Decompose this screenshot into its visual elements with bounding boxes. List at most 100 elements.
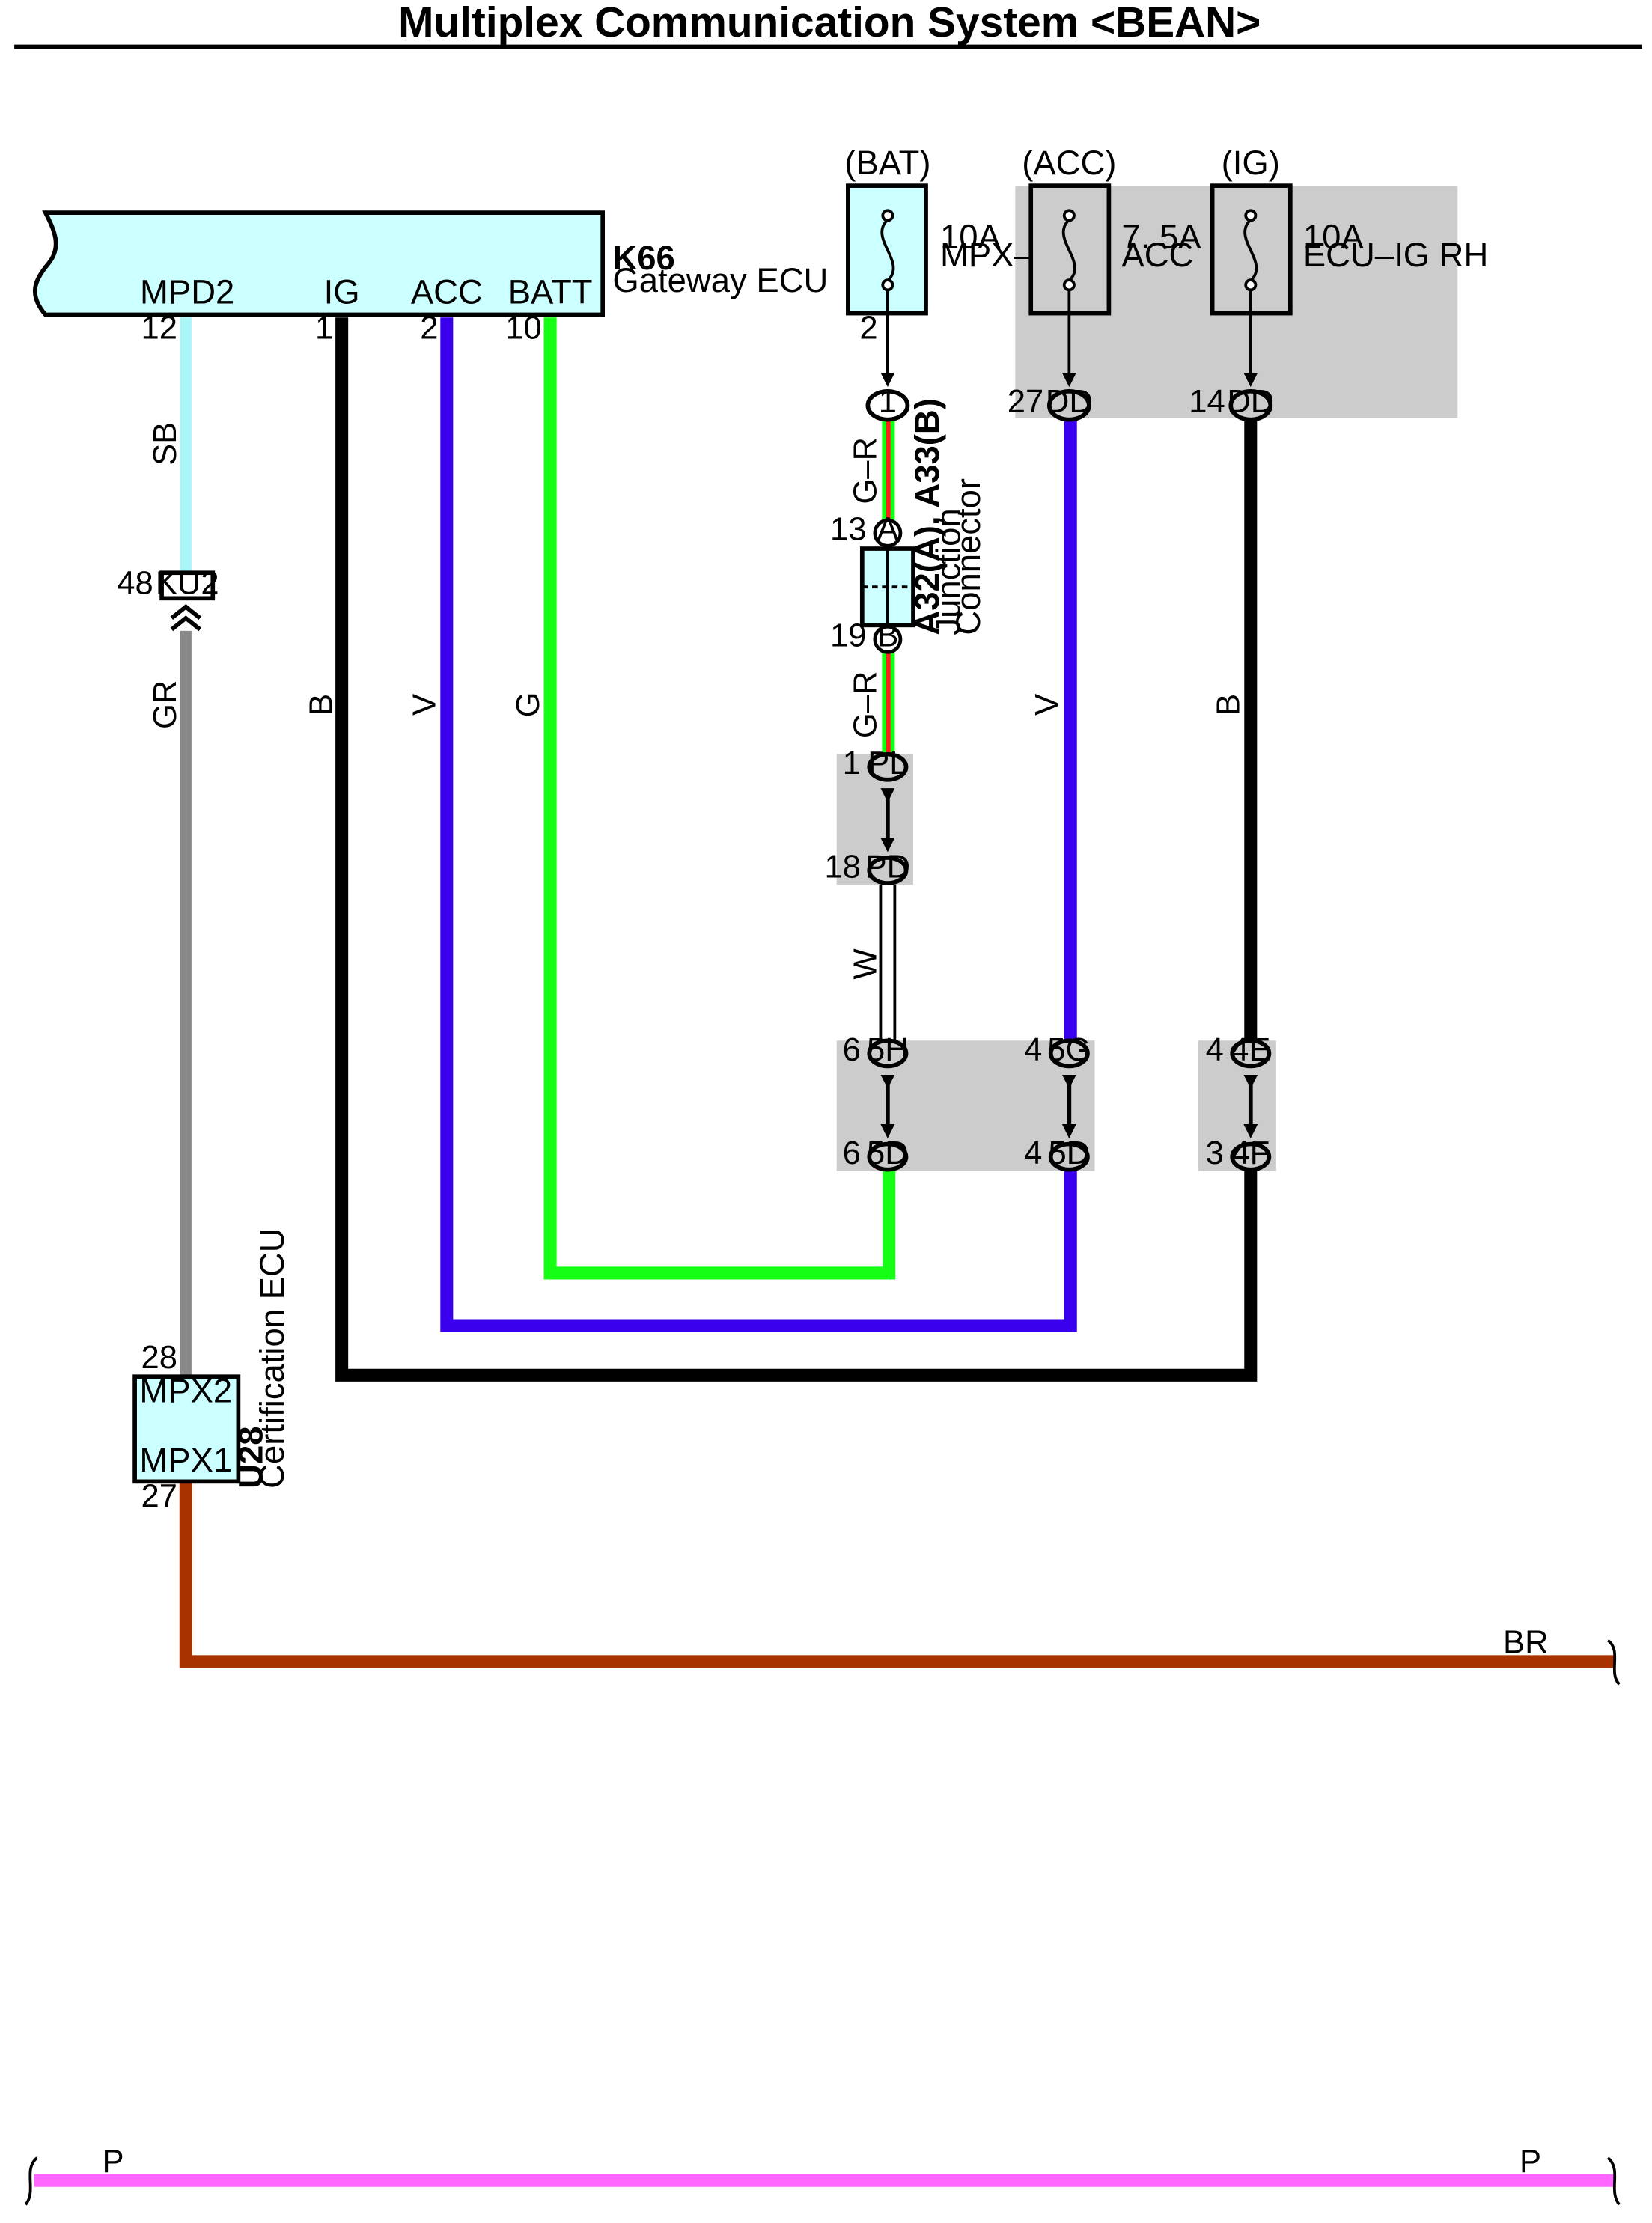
connector-4f [1230, 1141, 1272, 1172]
junction-conn-a: A [877, 512, 898, 548]
wire-label-v2: V [1029, 694, 1065, 716]
certification-ecu-pin-bottom: 27 [141, 1478, 177, 1514]
connector-5d-b-label: 5D [1049, 1135, 1091, 1171]
connector-5d-b [1048, 1141, 1090, 1172]
junction-pin-a-circle [873, 518, 903, 548]
connector-dd-acc-pin: 27 [1008, 384, 1043, 420]
certification-ecu-id: U28 [232, 1426, 270, 1488]
wire-label-gr-r-lower: G–R [848, 671, 884, 739]
junction-name-line2: Connector [949, 478, 987, 635]
connector-ku2-chevron-icon [170, 604, 202, 632]
junction-pin-b-circle [873, 624, 903, 654]
fuse-acc: (ACC) 7. 5A ACC [1022, 144, 1201, 388]
wire-label-w: W [848, 948, 884, 979]
br-break-mark [1606, 1638, 1621, 1686]
gateway-ecu-box [32, 210, 606, 317]
p-break-mark-left [24, 2156, 38, 2206]
connector-1 [865, 388, 910, 422]
connector-4e-label: 4E [1231, 1032, 1270, 1068]
wire-label-sb: SB [147, 422, 183, 466]
wire-label-gr: GR [147, 680, 183, 729]
junction-pin-b: 19 [830, 618, 866, 654]
connector-dd-ig [1228, 388, 1273, 422]
wire-label-g: G [510, 692, 546, 717]
connector-5h-label: 5H [867, 1032, 909, 1068]
wire-g-batt [543, 317, 896, 1280]
certification-ecu-label-top: MPX2 [139, 1371, 232, 1409]
fuse-ig-name: ECU–IG RH [1303, 236, 1488, 274]
gateway-ecu-name: Gateway ECU [612, 261, 828, 299]
certification-ecu-box [132, 1374, 241, 1484]
junction-name-line1: Junction [929, 508, 967, 635]
connector-5d-a-pin: 6 [843, 1135, 861, 1171]
certification-ecu-pin-top: 28 [141, 1340, 177, 1376]
wire-b-ig [335, 317, 1258, 1382]
junction-pin-a: 13 [830, 512, 866, 548]
certification-ecu-label-bottom: MPX1 [139, 1441, 232, 1479]
p-break-mark-right [1606, 2156, 1621, 2206]
fuse-element-icon [1243, 219, 1258, 282]
wire-label-p-right: P [1520, 2144, 1541, 2180]
connector-4f-pin: 3 [1206, 1135, 1224, 1171]
connector-5h [867, 1038, 909, 1069]
connector-ku2 [159, 570, 216, 601]
junction-connector: A 13 B 19 A32(A), A33(B) Junction Connec… [830, 398, 987, 654]
fuse-acc-source: (ACC) [1022, 144, 1116, 182]
connector-5d-a-label: 5D [867, 1135, 909, 1171]
gateway-terminal-mpd2: MPD2 [140, 272, 234, 311]
fuse-mpx-b-rating: 10A [940, 217, 1002, 255]
wire-label-b2: B [1211, 694, 1247, 716]
connector-dd-acc [1046, 388, 1091, 422]
gateway-terminal-acc: ACC [411, 272, 483, 311]
connector-pd-pin: 18 [824, 849, 860, 885]
connector-4e [1230, 1038, 1272, 1069]
fuse-mpx-b-pin: 2 [859, 311, 877, 347]
wire-g-r-lower [882, 652, 895, 757]
connector-5g-pin: 4 [1024, 1032, 1042, 1068]
gateway-terminal-ig: IG [324, 272, 360, 311]
connector-pl [867, 751, 909, 782]
connector-5d-a [867, 1141, 909, 1172]
wire-label-br: BR [1503, 1625, 1549, 1661]
gateway-ecu-id: K66 [612, 239, 674, 277]
connector-pd-label: PD [865, 849, 910, 885]
connector-pl-label: PL [868, 745, 907, 781]
connector-5h-pin: 6 [843, 1032, 861, 1068]
wire-g-r-upper [882, 419, 895, 521]
junction-ids: A32(A), A33(B) [908, 398, 946, 635]
connector-1-label: 1 [879, 384, 897, 420]
connector-5g [1048, 1038, 1090, 1069]
connector-4e-pin: 4 [1206, 1032, 1224, 1068]
wire-v-acc [440, 317, 1077, 1332]
connector-ku2-pin: 48 [117, 566, 153, 602]
fuse-ig-source: (IG) [1222, 144, 1280, 182]
fuse-element-icon [880, 219, 895, 282]
fuse-acc-rating: 7. 5A [1121, 217, 1201, 255]
connector-dd-ig-pin: 14 [1189, 384, 1225, 420]
certification-ecu-name: Certification ECU [253, 1228, 291, 1488]
gateway-pin-2: 2 [420, 311, 438, 347]
connector-dd-acc-label: DD [1046, 384, 1093, 420]
junction-conn-b: B [877, 618, 898, 654]
wire-label-b1: B [303, 694, 339, 716]
wire-w [879, 884, 897, 1041]
fuse-ecu-ig-rh: (IG) 10A ECU–IG RH [1210, 144, 1488, 388]
gateway-pin-10: 10 [505, 311, 541, 347]
fuse-ig-rating: 10A [1303, 217, 1365, 255]
connector-4f-label: 4F [1231, 1135, 1270, 1171]
gateway-pin-12: 12 [141, 311, 177, 347]
fuse-element-icon [1061, 219, 1076, 282]
connector-5d-b-pin: 4 [1024, 1135, 1042, 1171]
connector-dd-ig-label: DD [1227, 384, 1274, 420]
wire-label-gr-r-upper: G–R [848, 437, 884, 504]
wire-label-v1: V [407, 694, 443, 716]
connector-pd [867, 856, 909, 885]
fuse-mpx-b-source: (BAT) [844, 144, 930, 182]
fuse-acc-name: ACC [1121, 236, 1193, 274]
connector-5g-label: 5G [1047, 1032, 1091, 1068]
gateway-terminal-batt: BATT [508, 272, 593, 311]
connector-pl-pin: 1 [843, 745, 861, 781]
gateway-pin-1: 1 [315, 311, 333, 347]
